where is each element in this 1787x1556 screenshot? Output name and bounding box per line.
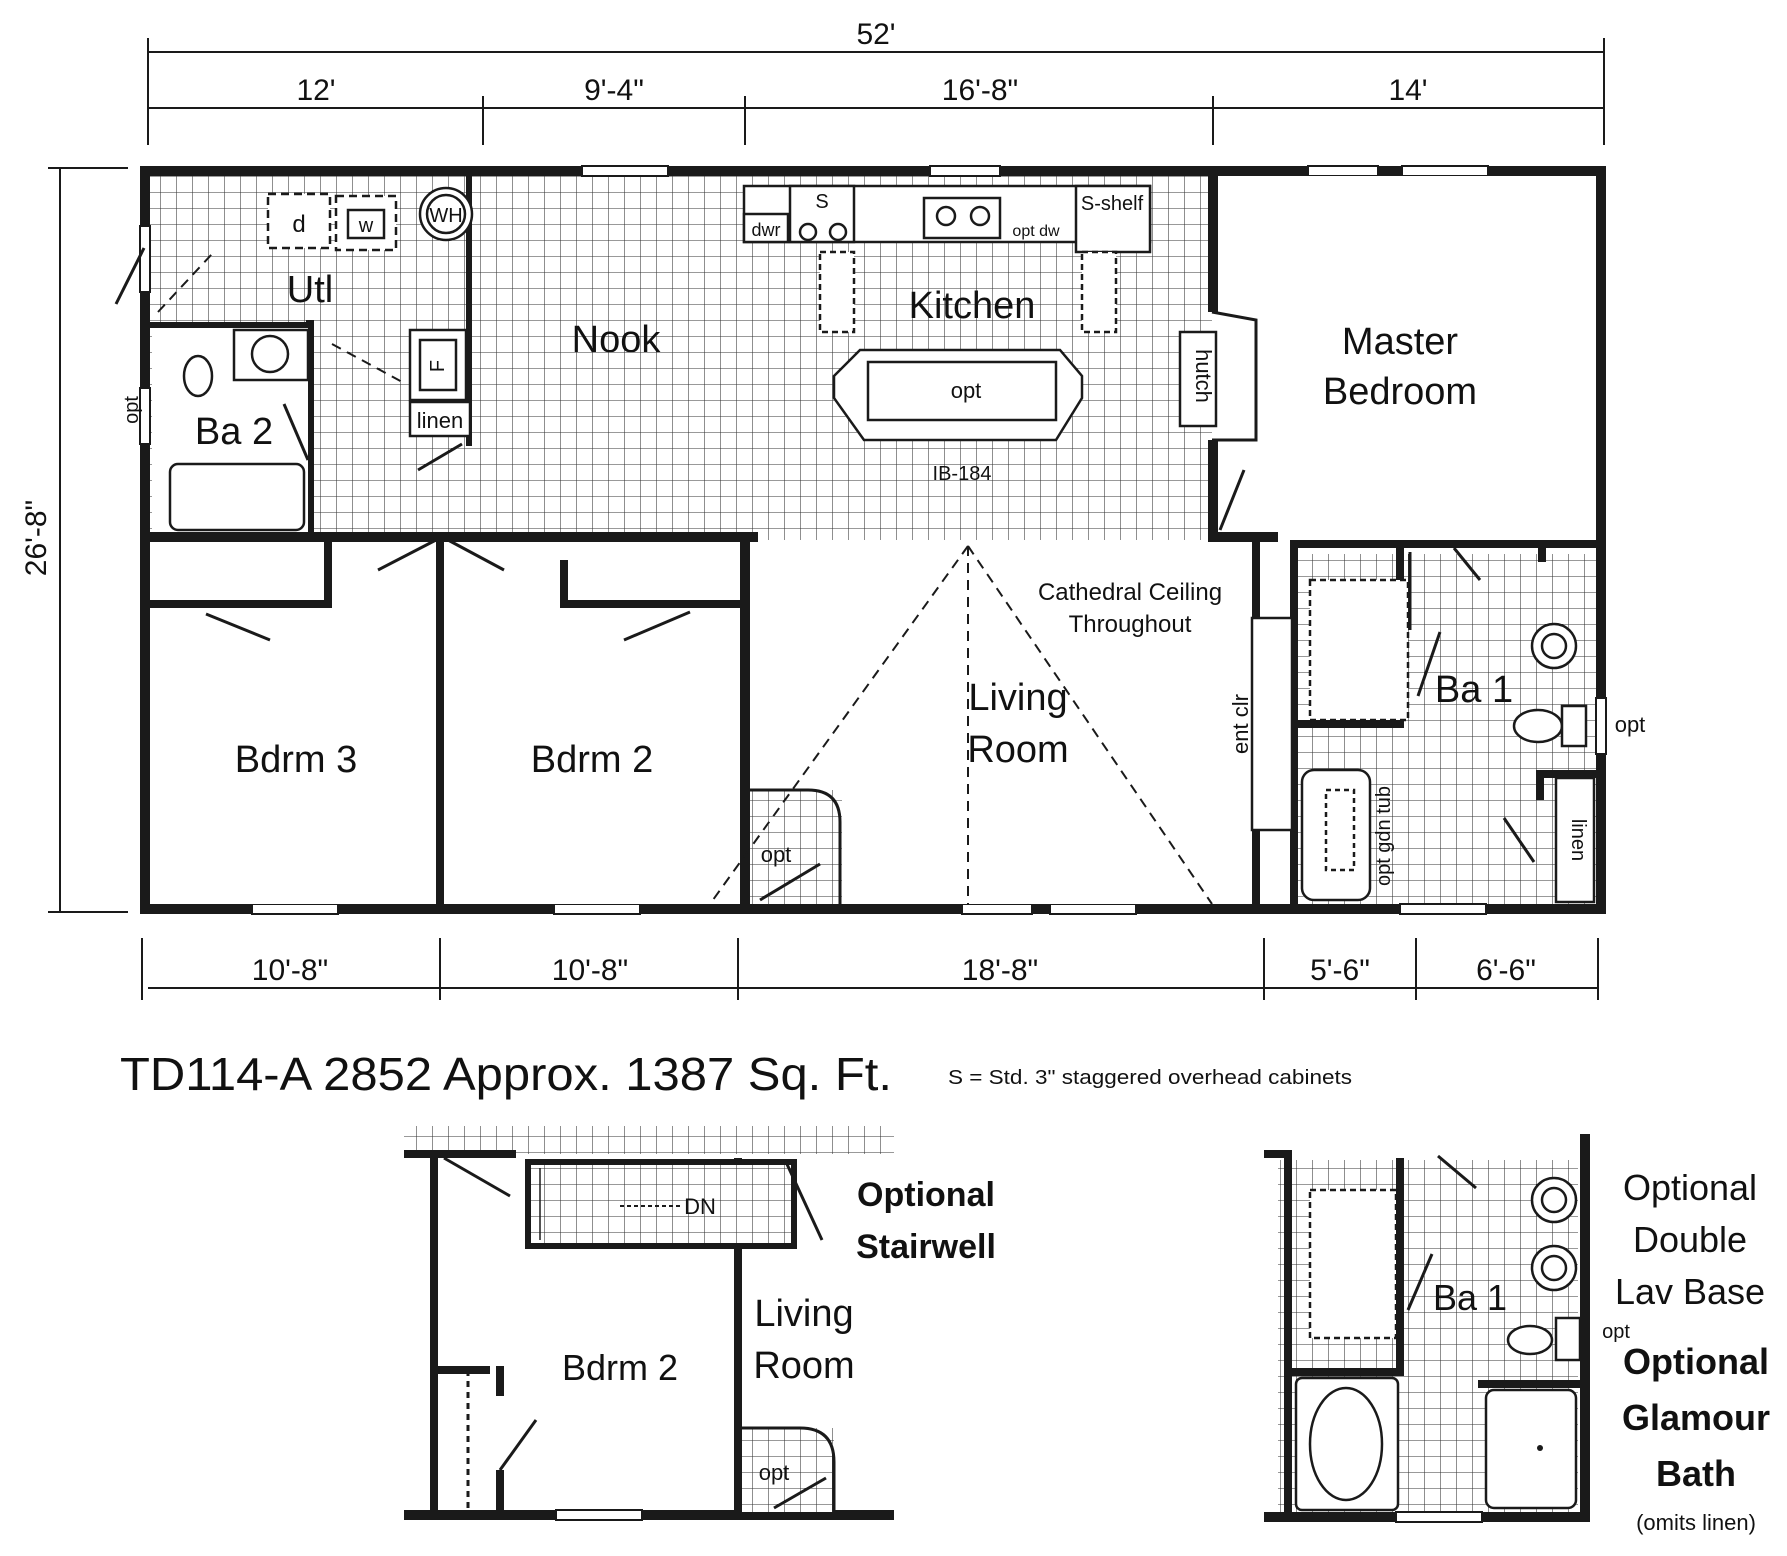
drawer-label: dwr: [751, 220, 780, 240]
kitchen-label: Kitchen: [909, 285, 1036, 327]
bottom-dim-2: 10'-8": [552, 954, 628, 987]
plan-title: TD114-A 2852 Approx. 1387 Sq. Ft.: [120, 1048, 892, 1100]
cathedral-note-1: Cathedral Ceiling: [1038, 579, 1222, 606]
linen-closet: [408, 400, 472, 438]
double-lav-3: Lav Base: [1615, 1271, 1765, 1312]
bedroom3-label: Bdrm 3: [235, 739, 357, 781]
living-label-2: Room: [967, 729, 1068, 771]
glamour-shower: [1484, 1388, 1578, 1510]
dimension-lines: [48, 38, 1605, 1000]
range-label: S: [815, 191, 828, 213]
bath1-window-opt: opt: [1615, 712, 1646, 737]
top-dim-1: 12': [296, 74, 335, 107]
ent-clr-label: ent clr: [1228, 694, 1253, 754]
glamour-toilet: [1506, 1324, 1554, 1356]
bath2-toilet: [182, 354, 214, 398]
glamour-title-2: Glamour: [1622, 1397, 1770, 1438]
water-heater-label: WH: [429, 205, 462, 227]
island-code-label: IB-184: [933, 463, 992, 485]
stairwell-living-1: Living: [754, 1293, 853, 1335]
bath1-shower: [1308, 578, 1410, 722]
bath2-label: Ba 2: [195, 411, 273, 453]
stairwell-opt-label: opt: [759, 1460, 790, 1485]
dryer-label: d: [292, 211, 305, 238]
stair-run: [525, 1159, 797, 1249]
drawer-cabinet: [742, 212, 790, 244]
stairwell-bedroom-label: Bdrm 2: [562, 1347, 678, 1388]
entry-opt-label: opt: [761, 842, 792, 867]
depth-label: 26'-8": [20, 500, 53, 576]
utility-label: Utl: [287, 269, 333, 311]
bath1-toilet: [1512, 708, 1564, 744]
master-bedroom-floor: [1218, 176, 1596, 532]
linen-label: linen: [417, 408, 463, 433]
bath2-window-opt: opt: [121, 396, 143, 424]
hutch: [1178, 330, 1218, 428]
double-lav-1: Optional: [1623, 1167, 1757, 1208]
stairwell-living-2: Room: [753, 1345, 854, 1387]
washer-label: w: [358, 215, 374, 237]
island-opt-label: opt: [951, 378, 982, 403]
stairwell-inset: DN Optional Stairwell Bdrm 2 Living Room…: [404, 1126, 996, 1521]
top-dim-3: 16'-8": [942, 74, 1018, 107]
top-dim-2: 9'-4": [584, 74, 644, 107]
glamour-note: (omits linen): [1636, 1510, 1756, 1535]
master-label-1: Master: [1342, 321, 1458, 363]
glamour-opt-label: opt: [1602, 1321, 1630, 1343]
bedroom2-floor: [444, 608, 740, 904]
nook-label: Nook: [572, 319, 662, 361]
hutch-label: hutch: [1191, 349, 1216, 403]
bottom-dim-3: 18'-8": [962, 954, 1038, 987]
master-label-2: Bedroom: [1323, 371, 1477, 413]
cabinet-note: S = Std. 3" staggered overhead cabinets: [948, 1067, 1352, 1089]
bedroom3-floor: [150, 608, 436, 904]
glamour-title-1: Optional: [1623, 1341, 1769, 1382]
main-floor-plan: d w WH Utl F linen Ba 2 opt dwr S: [114, 165, 1646, 915]
bath1-linen: [1554, 776, 1596, 904]
opt-dw-label: opt dw: [1012, 223, 1060, 240]
tile-entry-2: [750, 790, 842, 904]
overall-width-label: 52': [856, 18, 895, 51]
double-lav-2: Double: [1633, 1219, 1747, 1260]
glamour-title-3: Bath: [1656, 1453, 1736, 1494]
entry-closet: [1250, 616, 1294, 832]
living-label-1: Living: [968, 677, 1067, 719]
bath1-label: Ba 1: [1435, 669, 1513, 711]
bottom-dim-4: 5'-6": [1310, 954, 1370, 987]
stairwell-title-1: Optional: [857, 1176, 995, 1214]
bottom-dim-1: 10'-8": [252, 954, 328, 987]
bedroom2-label: Bdrm 2: [531, 739, 653, 781]
bath1-linen-label: linen: [1567, 819, 1589, 861]
opt-gdn-tub-label: opt gdn tub: [1373, 786, 1395, 886]
furnace-label: F: [427, 360, 449, 372]
s-shelf-label: S-shelf: [1081, 193, 1144, 215]
bottom-dim-5: 6'-6": [1476, 954, 1536, 987]
stairwell-title-2: Stairwell: [856, 1228, 996, 1266]
bath2-tub: [168, 462, 306, 532]
glamour-bath-label: Ba 1: [1433, 1277, 1507, 1318]
dryer: [266, 192, 332, 250]
cathedral-note-2: Throughout: [1069, 611, 1192, 638]
stair-dn-label: DN: [684, 1194, 716, 1219]
top-dim-4: 14': [1388, 74, 1427, 107]
glamour-bath-inset: Ba 1 opt Optional Double Lav Base Option…: [1264, 1134, 1770, 1535]
